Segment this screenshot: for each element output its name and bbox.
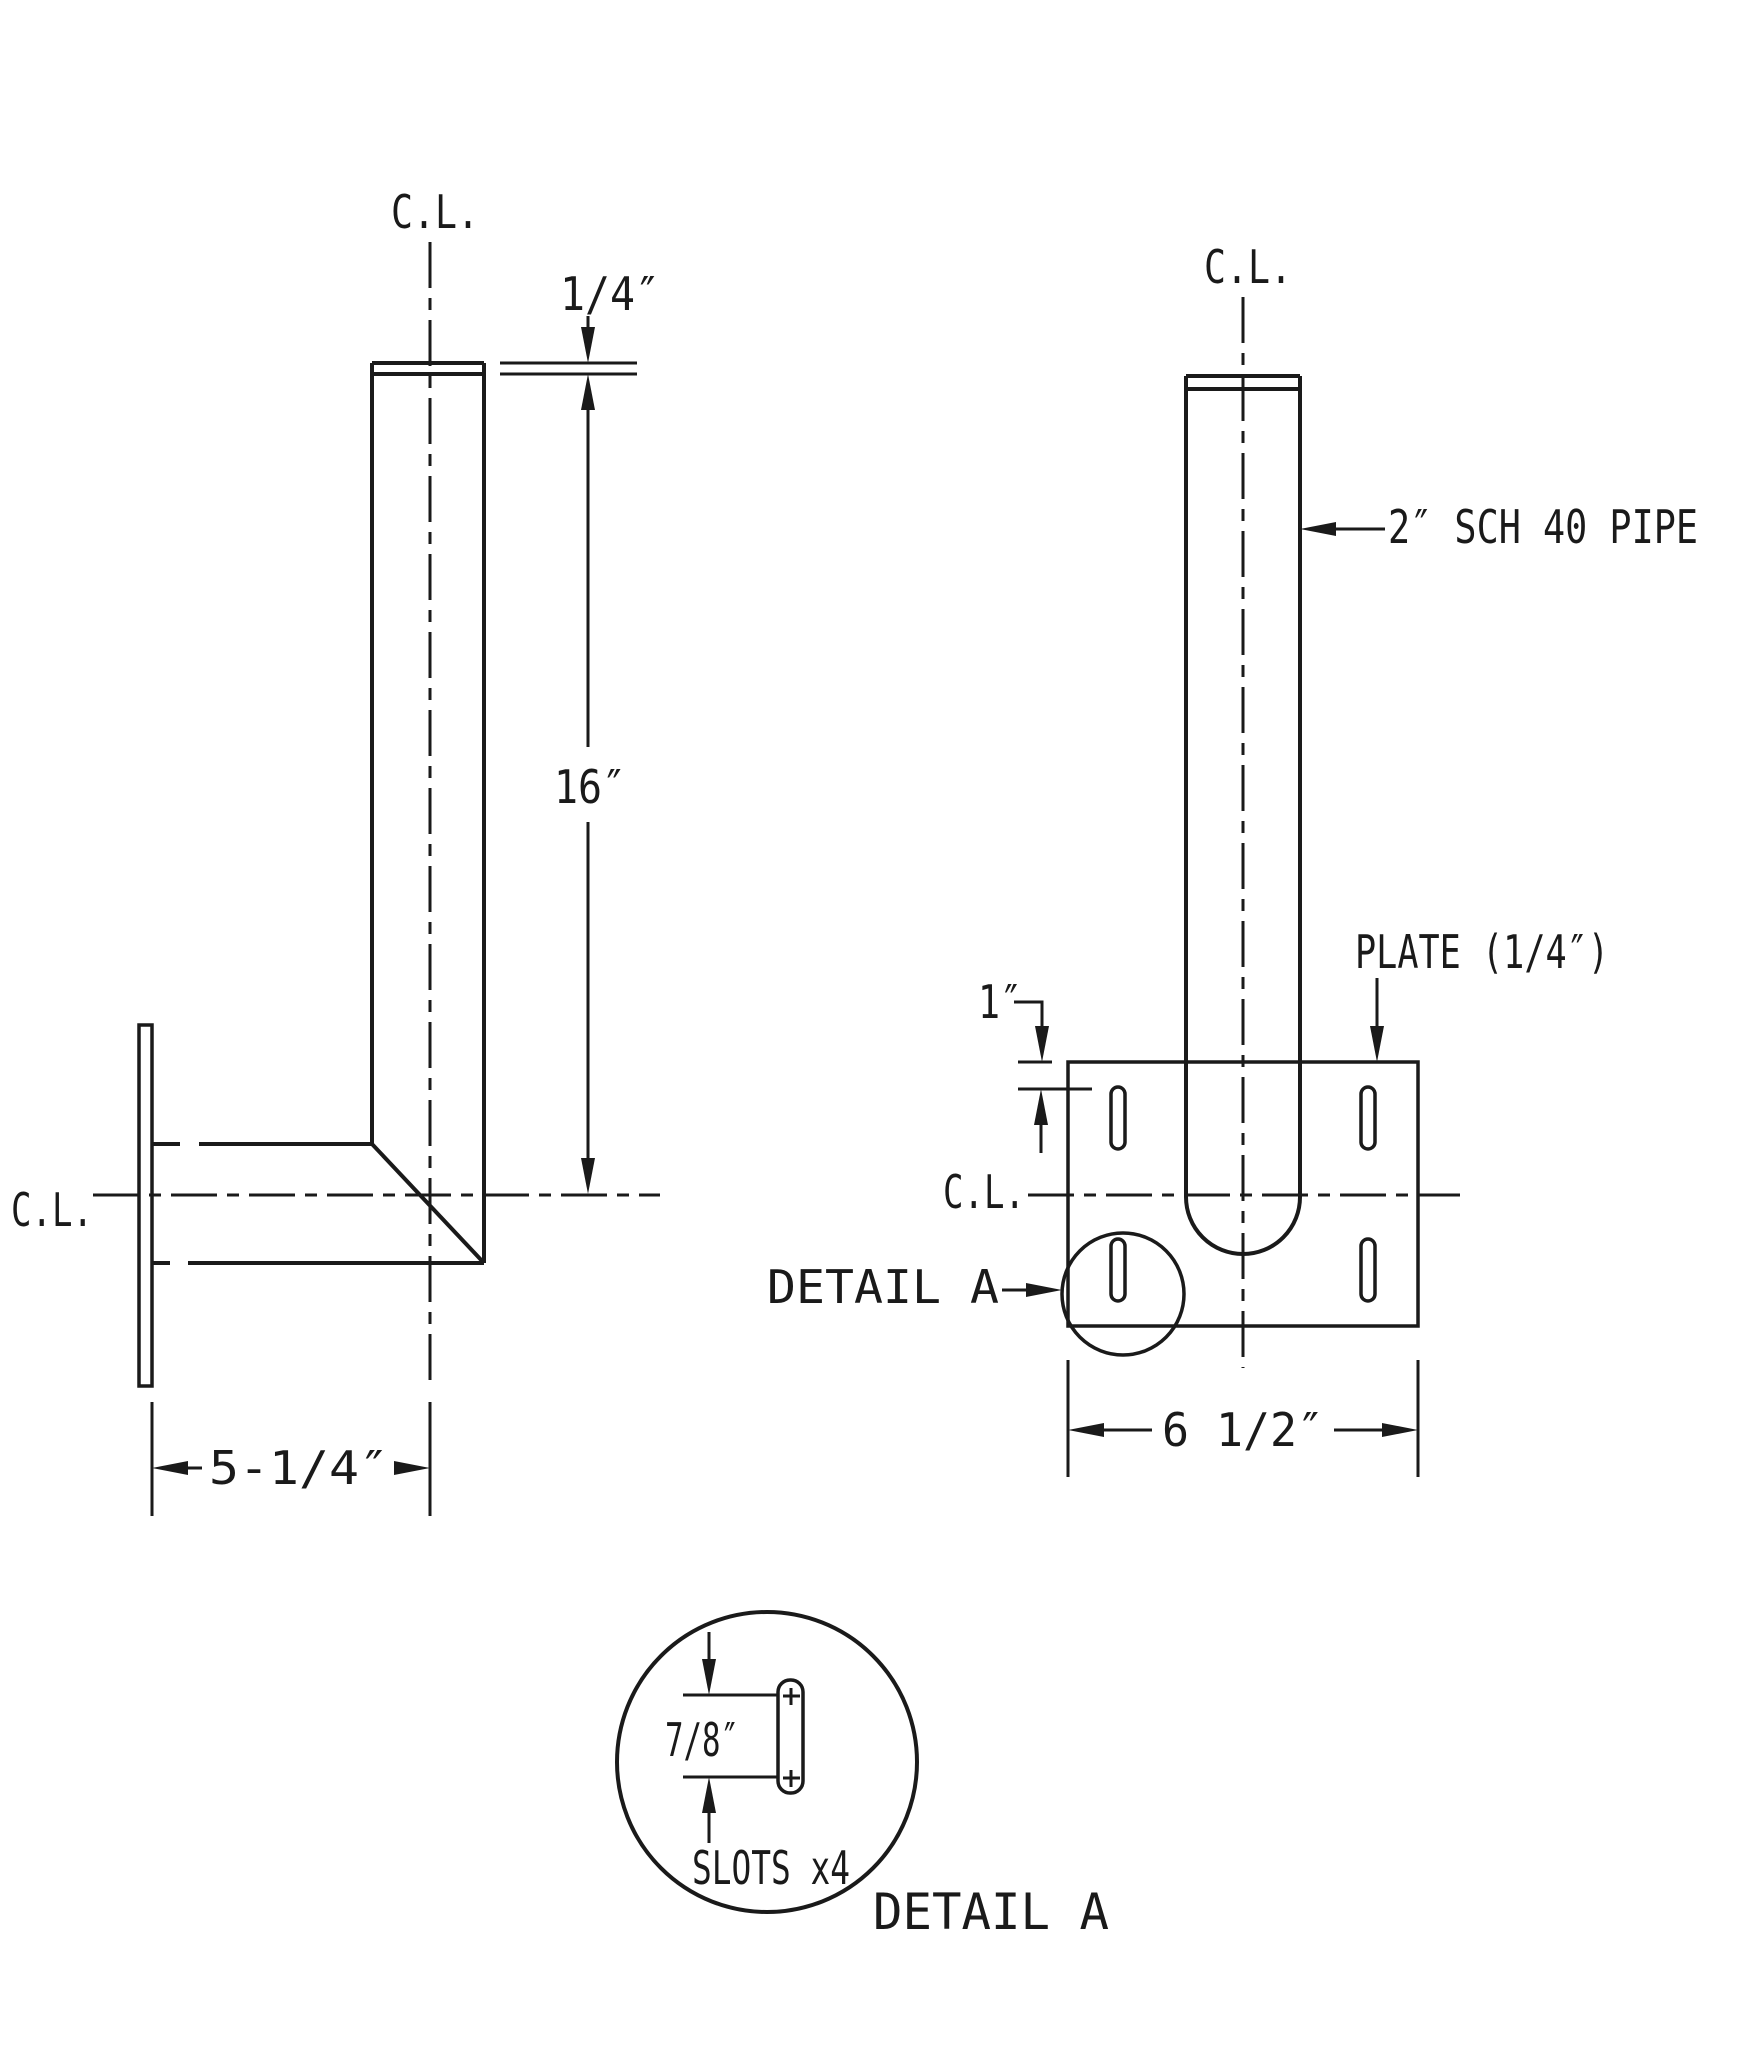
arrowhead-right-icon (394, 1461, 430, 1475)
callout-text: DETAIL A (767, 1260, 999, 1314)
dimension-text: 16″ (554, 760, 626, 814)
arrowhead-down-icon (581, 327, 595, 363)
slot-bottom-left (1109, 1237, 1127, 1303)
arrowhead-up-icon (581, 374, 595, 410)
callout-text: 2″ SCH 40 PIPE (1388, 500, 1698, 554)
arrowhead-right-icon (1382, 1423, 1418, 1437)
slot-bottom-right (1359, 1237, 1377, 1303)
centerline-label-left: C.L. (11, 1183, 93, 1237)
slot-center-marks (783, 1688, 800, 1787)
arrowhead-down-icon (1370, 1026, 1384, 1062)
dimension-text: 1/4″ (560, 267, 660, 321)
plate-callout: PLATE (1/4″) (1355, 925, 1609, 1062)
arrowhead-down-icon (1035, 1026, 1049, 1062)
plate-slots (1109, 1085, 1377, 1303)
arrowhead-up-icon (1034, 1089, 1048, 1125)
dimension-plate-to-centerline: 5-1/4″ (150, 1402, 432, 1516)
dimension-pipe-length: 16″ (554, 410, 626, 1194)
arrowhead-up-icon (702, 1777, 716, 1813)
mounting-plate-face (1066, 1060, 1420, 1328)
dimension-plate-width: 6 1/2″ (1066, 1360, 1420, 1477)
arrowhead-right-icon (1026, 1283, 1062, 1297)
arrowhead-left-icon (1068, 1423, 1104, 1437)
detail-a-circle-marker (1060, 1231, 1186, 1357)
dimension-slot-length: 7/8″ (665, 1632, 778, 1843)
pipe-rounded-end (1184, 1196, 1302, 1256)
centerline-label-top: C.L. (1204, 240, 1292, 294)
slot-magnified (776, 1678, 805, 1795)
miter-joint-line (370, 1142, 486, 1265)
dimension-text: 7/8″ (665, 1713, 739, 1767)
leader-line (1014, 1000, 1044, 1028)
front-view: C.L. C.L. DETAIL A PLATE (1/4″) (767, 240, 1698, 1477)
slot-top-right (1359, 1085, 1377, 1151)
callout-text: PLATE (1/4″) (1355, 925, 1609, 979)
arrowhead-left-icon (152, 1461, 188, 1475)
detail-a-title: DETAIL A (873, 1883, 1109, 1941)
dimension-cap-thickness: 1/4″ (500, 267, 660, 410)
detail-a-callout: DETAIL A (767, 1260, 1062, 1314)
pipe-outline (152, 361, 486, 1265)
dimension-slot-offset: 1″ (978, 975, 1092, 1153)
mounting-plate-edge (137, 1023, 154, 1388)
centerline-label-left: C.L. (943, 1165, 1025, 1219)
detail-boundary-circle (615, 1610, 919, 1914)
pipe-callout: 2″ SCH 40 PIPE (1300, 500, 1698, 554)
slot-top-left (1109, 1085, 1127, 1151)
slots-note: SLOTS x4 (692, 1841, 850, 1895)
dimension-text: 5-1/4″ (209, 1441, 389, 1495)
side-view: C.L. C.L. 1/4″ 16″ (11, 185, 660, 1516)
pipe-outline (1184, 374, 1302, 1256)
arrowhead-down-icon (702, 1659, 716, 1695)
dimension-text: 6 1/2″ (1162, 1403, 1324, 1457)
centerline-label-top: C.L. (391, 185, 479, 239)
arrowhead-left-icon (1300, 522, 1336, 536)
detail-a-view: 7/8″ SLOTS x4 DETAIL A (615, 1610, 1109, 1941)
arrowhead-down-icon (581, 1158, 595, 1194)
